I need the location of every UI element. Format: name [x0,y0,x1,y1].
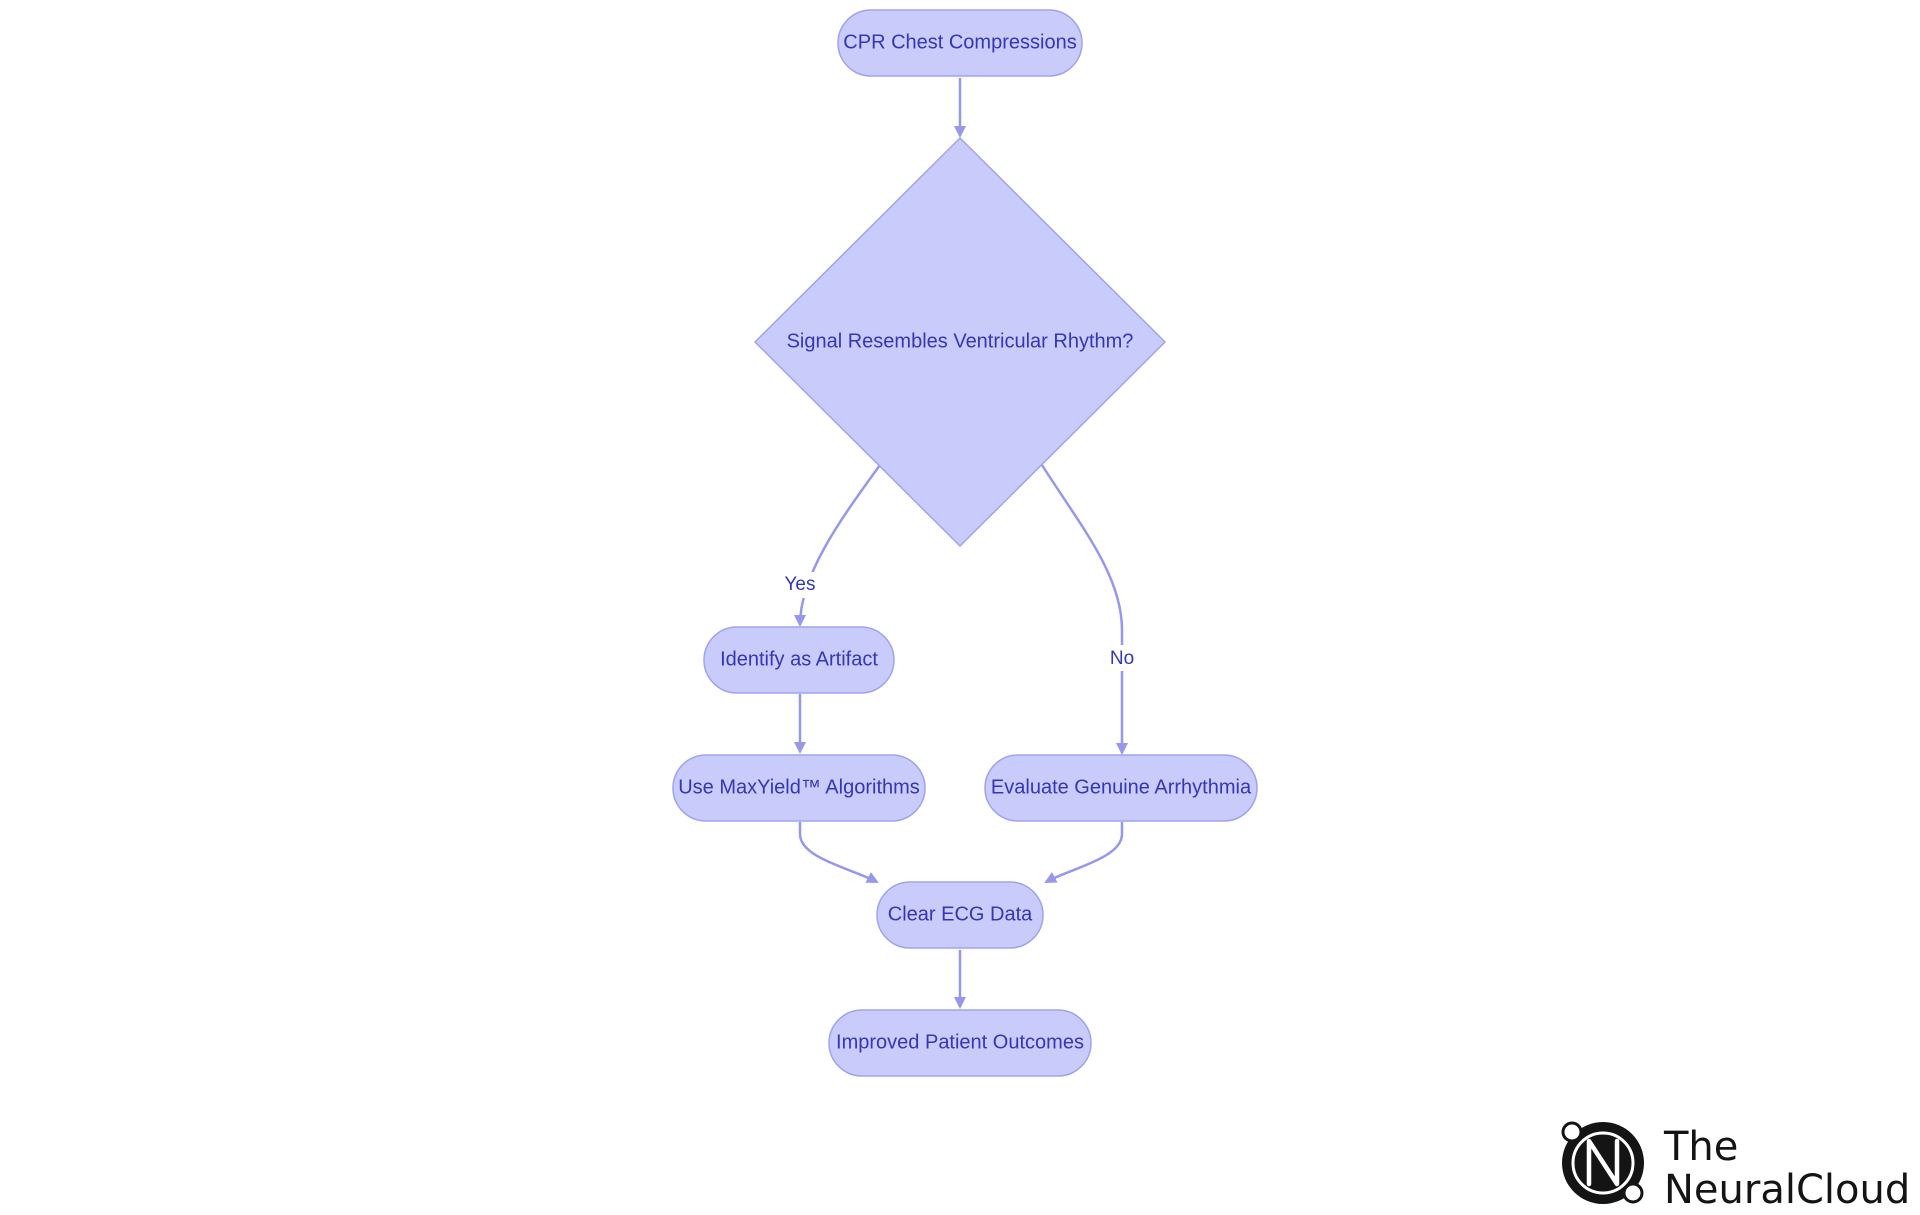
edge-label-yes-group: Yes [780,572,820,598]
edge-label-no-group: No [1106,645,1138,671]
node-clear-label: Clear ECG Data [888,903,1033,925]
logo-text-neuralcloud: NeuralCloud [1664,1167,1910,1213]
node-clear-shape [876,881,1044,949]
edge-label-no-bg [1106,645,1138,671]
node-decision-label: Signal Resembles Ventricular Rhythm? [787,330,1134,352]
node-evaluate-label: Evaluate Genuine Arrhythmia [991,776,1252,798]
node-maxyield-shape [672,754,926,822]
edge-label-yes: Yes [785,574,816,595]
node-improved-outcomes: Improved Patient Outcomes [828,1009,1092,1077]
edge-decision-to-artifact [794,464,882,627]
node-outcomes-shape [828,1009,1092,1077]
edge-maxyield-to-clear [798,822,879,884]
node-identify-artifact: Identify as Artifact [703,626,895,694]
edge-decision-to-evaluate [1040,464,1128,755]
neuralcloud-logo: The NeuralCloud [1561,1121,1910,1213]
edge-label-no: No [1110,648,1134,669]
node-outcomes-label: Improved Patient Outcomes [836,1031,1084,1053]
node-maxyield-label: Use MaxYield™ Algorithms [678,776,920,798]
node-use-maxyield: Use MaxYield™ Algorithms [672,754,926,822]
node-evaluate-arrhythmia: Evaluate Genuine Arrhythmia [984,754,1258,822]
node-clear-ecg-data: Clear ECG Data [876,881,1044,949]
node-decision-shape [753,136,1167,548]
logo-text-the: The [1663,1124,1738,1170]
edge-evaluate-to-clear [1044,822,1124,884]
neuralcloud-mark-icon [1561,1121,1644,1204]
node-decision-ventricular-rhythm: Signal Resembles Ventricular Rhythm? [753,136,1167,548]
node-cpr-shape [837,9,1083,77]
node-artifact-shape [703,626,895,694]
node-artifact-label: Identify as Artifact [720,648,878,670]
node-cpr-chest-compressions: CPR Chest Compressions [837,9,1083,77]
edge-label-yes-bg [780,572,820,598]
node-cpr-label: CPR Chest Compressions [843,31,1076,53]
edges [794,78,1128,1009]
node-evaluate-shape [984,754,1258,822]
